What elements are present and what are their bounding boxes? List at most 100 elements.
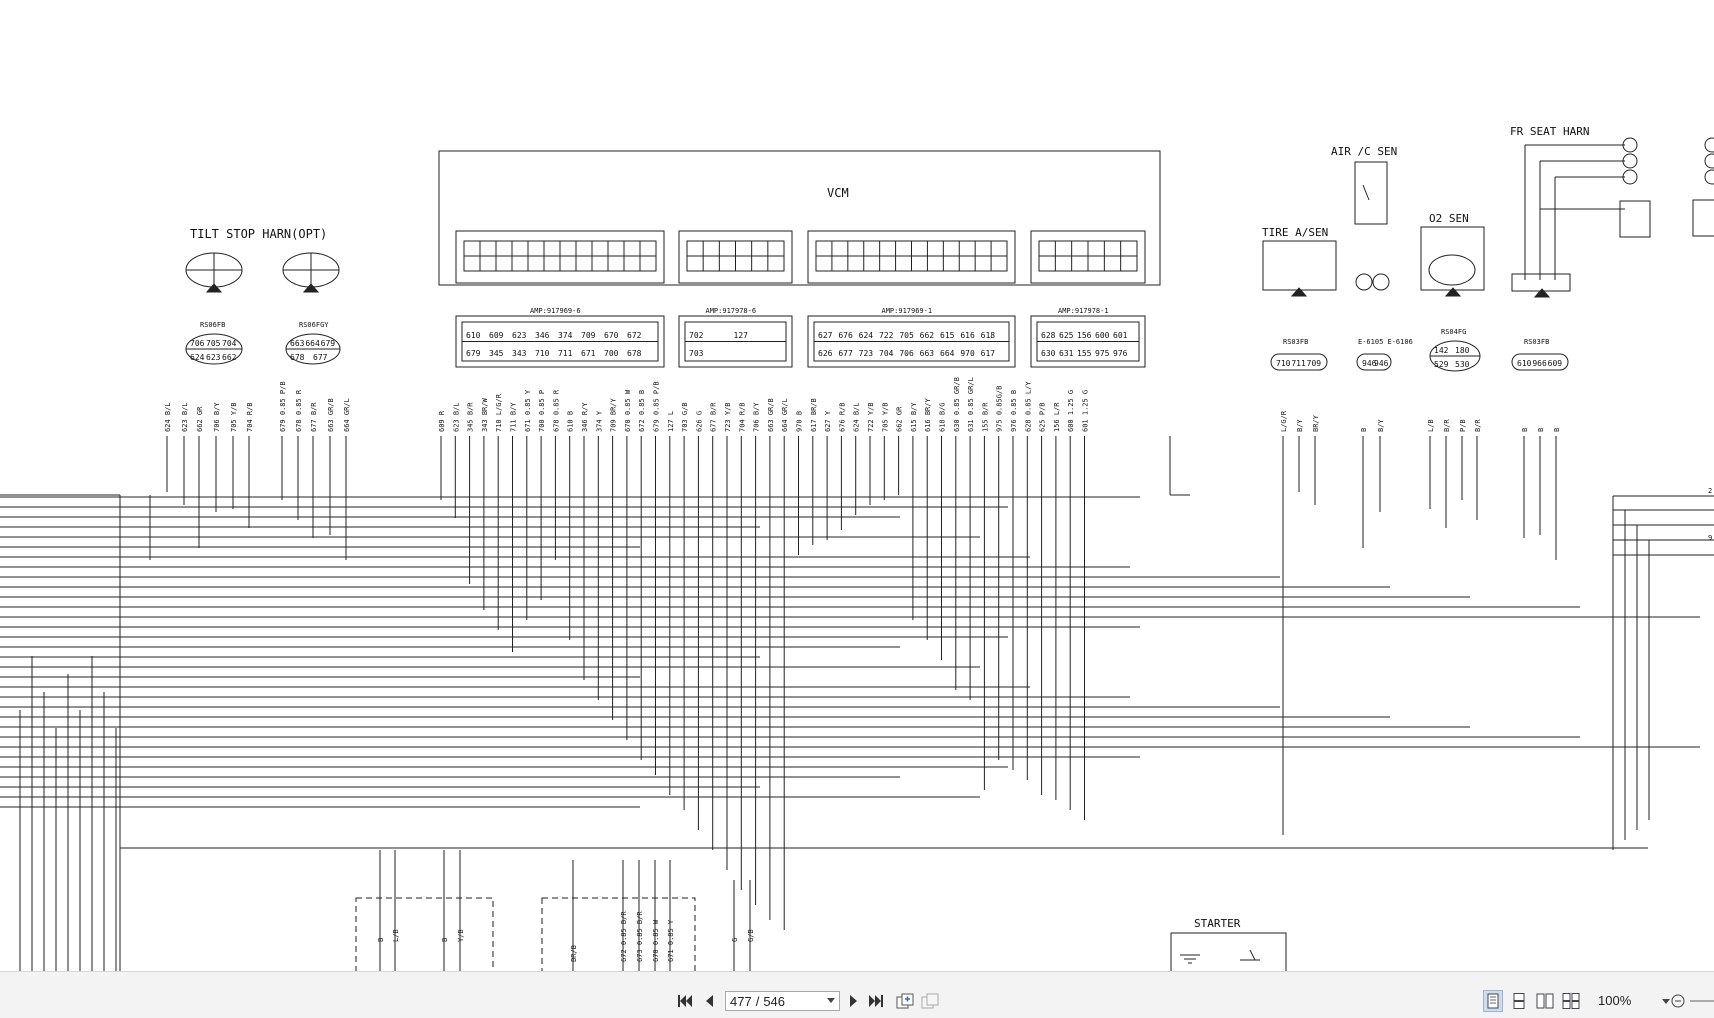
wire-label: L/B — [392, 929, 400, 942]
pin-number: 628 — [1041, 331, 1056, 340]
wire-label: B — [441, 938, 449, 942]
continuous-page-icon — [1513, 993, 1525, 1009]
continuous-facing-view-button[interactable] — [1561, 991, 1581, 1011]
page-number-field[interactable]: 477 / 546 — [725, 991, 840, 1011]
wire-label: 703 G/B — [681, 402, 689, 432]
airc-sen-title: AIR /C SEN — [1331, 145, 1397, 158]
first-page-button[interactable] — [676, 991, 694, 1011]
wire-label: 676 R/B — [838, 402, 846, 432]
wire-label: 664 GR/L — [343, 398, 351, 432]
pin-number: 346 — [535, 331, 550, 340]
pin-number: 678 — [290, 353, 305, 362]
components — [185, 137, 1714, 971]
pin-number: 711 — [558, 349, 573, 358]
pin-number: 723 — [859, 349, 874, 358]
pin-number: 345 — [489, 349, 504, 358]
extract-page-button[interactable] — [920, 991, 940, 1011]
pin-number: 615 — [940, 331, 955, 340]
pin-number: 706 — [899, 349, 914, 358]
amp-connector-2 — [678, 315, 793, 368]
wire-label: 670 0.85 W — [652, 919, 660, 962]
previous-page-button[interactable] — [701, 991, 717, 1011]
wire-label: 374 Y — [595, 410, 603, 432]
pin-number: 625 — [1059, 331, 1074, 340]
facing-view-button[interactable] — [1535, 991, 1555, 1011]
triangle-key-icon — [302, 283, 320, 293]
o2-sen-title: O2 SEN — [1429, 212, 1469, 225]
wire-label: 617 BR/B — [810, 398, 818, 432]
wire-label: 156 L/R — [1053, 402, 1061, 432]
wire-label: 671 0.85 Y — [667, 919, 675, 962]
socket-grid — [686, 240, 785, 272]
zoom-dropdown-icon[interactable] — [1662, 999, 1670, 1004]
terminal-ring — [1372, 273, 1390, 291]
pin-number: 631 — [1059, 349, 1074, 358]
pin-number: 127 — [734, 331, 749, 340]
wire-label: B — [1360, 428, 1368, 432]
pin-oval — [1356, 353, 1392, 371]
pin-number: 623 — [512, 331, 527, 340]
tire-sen-title: TIRE A/SEN — [1262, 226, 1328, 239]
pin-number: 600 — [1095, 331, 1110, 340]
connector-code: RS06FGY — [299, 321, 329, 329]
pin-oval — [1270, 353, 1328, 371]
chevron-down-icon[interactable] — [827, 998, 835, 1003]
last-page-button[interactable] — [867, 991, 885, 1011]
starter-box — [1170, 932, 1287, 971]
triangle-key-icon — [1444, 287, 1462, 297]
zoom-out-button[interactable] — [1670, 991, 1686, 1011]
rs06fgy-pinout — [285, 333, 341, 365]
amp-connector-1 — [455, 315, 665, 368]
pin-number: 662 — [222, 353, 237, 362]
pin-number: 704 — [222, 339, 237, 348]
wire-label: 700 0.85 P — [538, 390, 546, 432]
seat-switch — [1619, 200, 1651, 238]
pin-number: 155 — [1077, 349, 1092, 358]
skip-first-icon — [678, 995, 692, 1007]
connector-code: RS06FB — [200, 321, 225, 329]
pin-number: 700 — [604, 349, 619, 358]
harness-terminal — [1704, 169, 1714, 185]
wire-label: 662 GR — [896, 406, 904, 432]
wire-label: L/G/R — [1280, 410, 1288, 432]
wire-label: 631 0.85 GR/L — [967, 377, 975, 432]
wire-label: 625 P/B — [1039, 402, 1047, 432]
amp-connector-4 — [1030, 315, 1146, 368]
next-page-button[interactable] — [846, 991, 862, 1011]
zoom-slider[interactable] — [1690, 991, 1714, 1011]
wire-label: 623 B/L — [181, 402, 189, 432]
wire-label: 626 G — [695, 411, 703, 432]
pin-number: 609 — [1548, 359, 1563, 368]
wire-label: 706 B/Y — [213, 402, 221, 432]
continuous-view-button[interactable] — [1509, 991, 1529, 1011]
rs04fg-pinout — [1429, 340, 1481, 372]
wire-label: 677 B/R — [310, 402, 318, 432]
tilt-stop-title: TILT STOP HARN(OPT) — [190, 227, 327, 241]
two-page-icon — [1536, 993, 1554, 1009]
pin-number: 663 — [290, 339, 305, 348]
wire-label: 711 B/Y — [510, 402, 518, 432]
tire-sen-body — [1262, 240, 1337, 291]
insert-page-button[interactable] — [895, 991, 915, 1011]
pin-number: 610 — [466, 331, 481, 340]
pin-number: 975 — [1095, 349, 1110, 358]
current-page: 477 — [730, 993, 752, 1009]
harness-terminal — [1622, 169, 1638, 185]
amp-part-number: AMP:917969-1 — [882, 307, 933, 315]
wire-label: 624 B/L — [164, 402, 172, 432]
wire-label: 343 BR/W — [481, 397, 489, 432]
pin-number: 710 — [535, 349, 550, 358]
amp-part-number: AMP:917978-6 — [706, 307, 757, 315]
connector-code: E-6105 E-6106 — [1358, 338, 1413, 346]
pin-number: 966 — [1532, 359, 1547, 368]
wire-label: B — [1521, 428, 1529, 432]
single-page-view-button[interactable] — [1483, 990, 1503, 1012]
socket-grid — [815, 240, 1008, 272]
pin-number: 705 — [206, 339, 221, 348]
zoom-level[interactable]: 100% — [1598, 993, 1632, 1008]
viewer-toolbar: 477 / 546 100% — [0, 971, 1714, 1018]
harness-terminal — [1704, 153, 1714, 169]
total-pages: 546 — [763, 993, 786, 1009]
pin-number: 722 — [879, 331, 894, 340]
